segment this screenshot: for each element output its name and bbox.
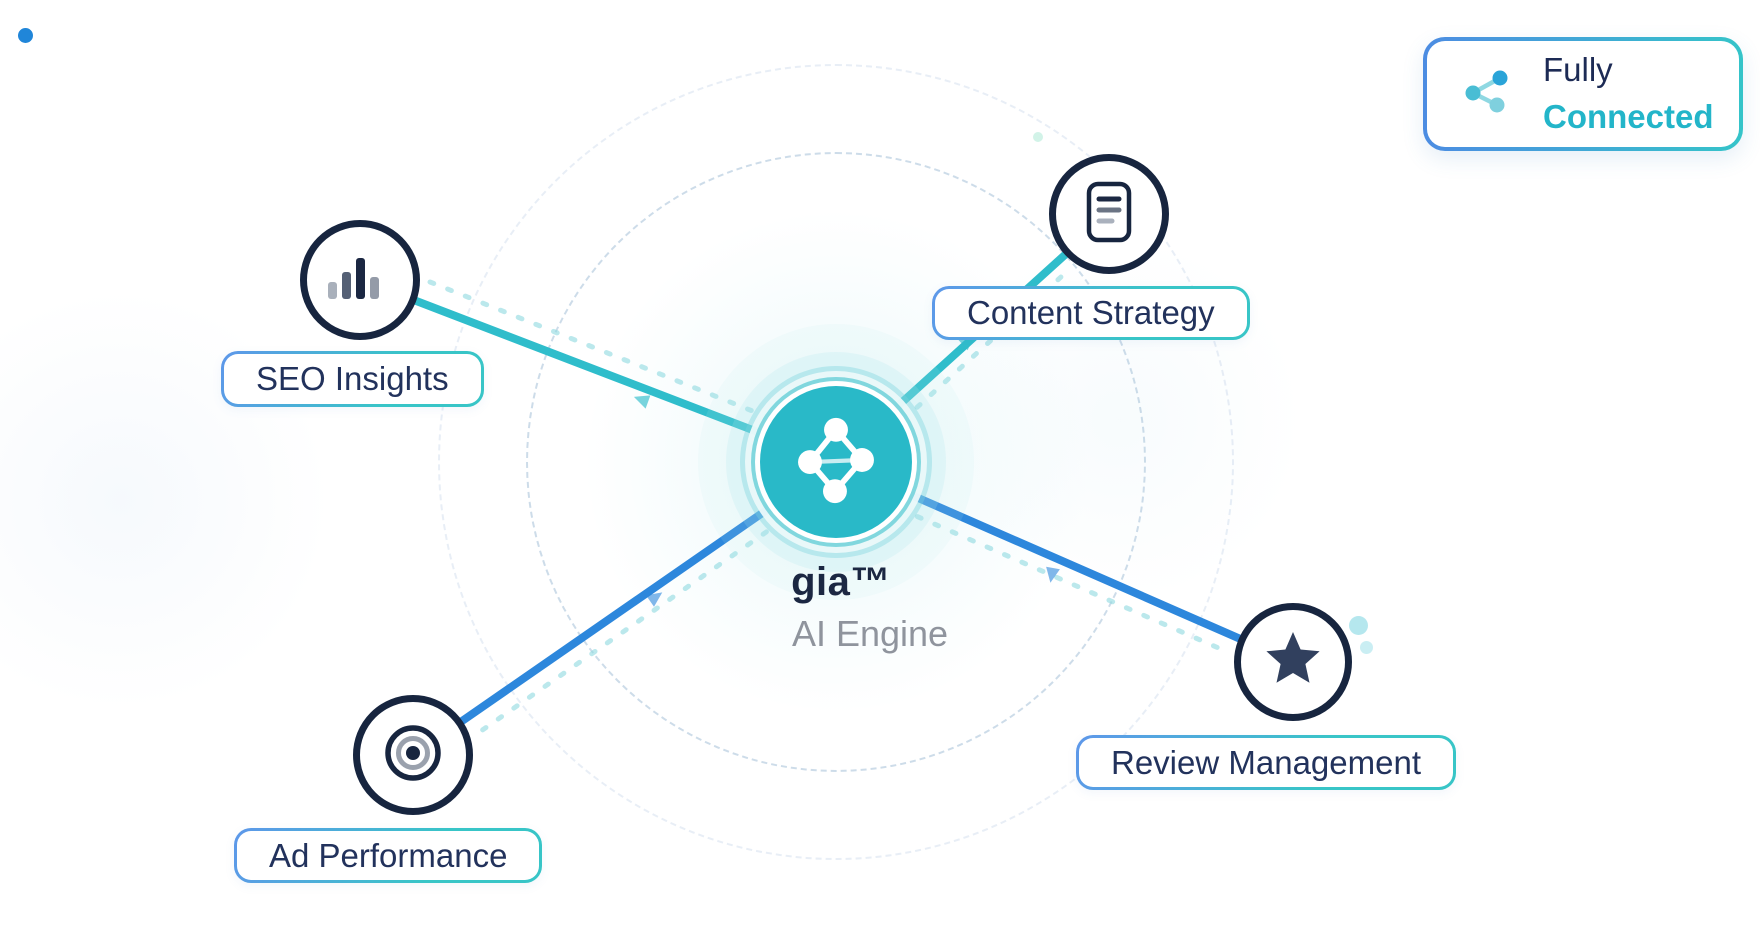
accent-dot [18,28,33,43]
status-badge-text: Fully Connected [1543,47,1714,141]
label-review-management[interactable]: Review Management [1076,735,1456,790]
star-icon [1253,620,1333,705]
link-hub-ad-performance [409,458,840,759]
hub-node[interactable] [760,386,912,538]
label-ad-performance[interactable]: Ad Performance [234,828,542,883]
node-seo-insights[interactable] [300,220,420,340]
link-hub-review-management [832,458,1297,666]
node-review-management[interactable] [1234,603,1352,721]
target-icon [373,713,453,798]
link-hub-seo-insights [355,275,840,466]
status-badge-line1: Fully [1543,51,1613,89]
node-content-strategy[interactable] [1049,154,1169,274]
status-badge-line2: Connected [1543,98,1714,135]
network-diamond-icon [784,408,888,517]
label-content-strategy[interactable]: Content Strategy [932,286,1250,340]
hub-subtitle: AI Engine [791,613,949,654]
bar-chart-icon [320,238,400,323]
share-network-icon [1461,63,1519,126]
status-badge: Fully Connected [1423,37,1743,151]
hub-title: gia™ [791,560,891,604]
label-seo-insights[interactable]: SEO Insights [221,351,484,407]
node-ad-performance[interactable] [353,695,473,815]
document-icon [1069,172,1149,257]
